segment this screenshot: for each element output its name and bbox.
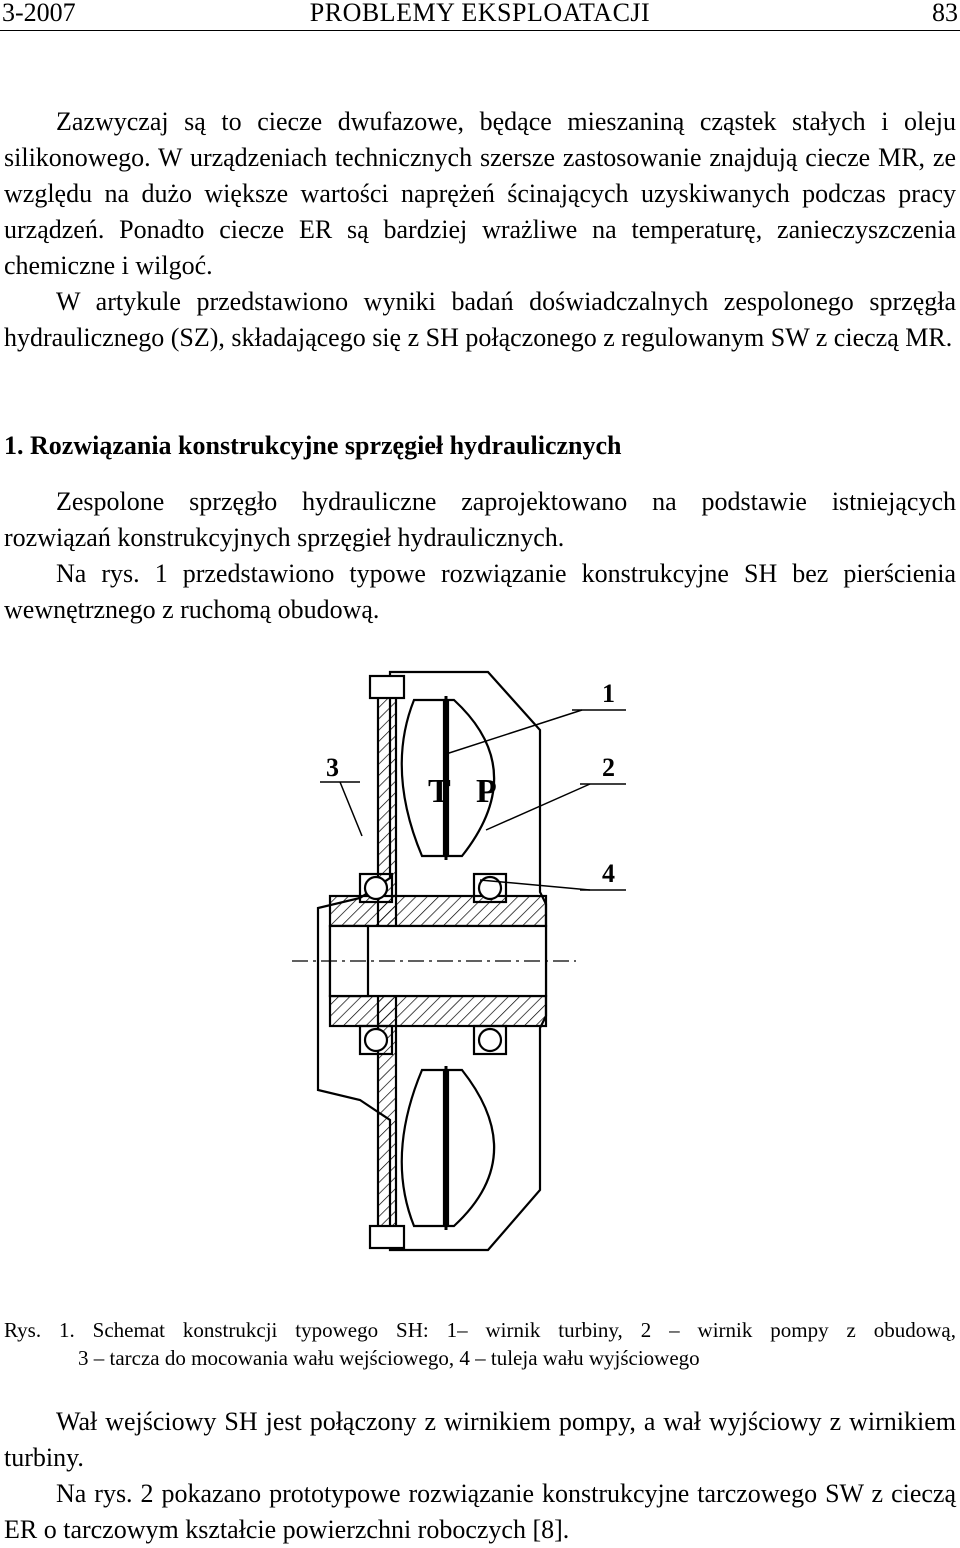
- hub-upper: [328, 894, 548, 928]
- caption-line-1: Rys. 1. Schemat konstrukcji typowego SH:…: [4, 1318, 956, 1342]
- label-1: 1: [602, 679, 615, 708]
- bearing-3: [363, 1027, 389, 1053]
- label-2: 2: [602, 753, 615, 782]
- issue-number: 3-2007: [2, 0, 76, 27]
- page-number: 83: [932, 0, 958, 27]
- pump-runner-lower: [446, 1068, 496, 1228]
- paragraph-1: Zazwyczaj są to ciecze dwufazowe, będące…: [4, 107, 956, 280]
- paragraph-4: Na rys. 1 przedstawiono typowe rozwiązan…: [4, 559, 956, 624]
- turbine-runner-lower: [400, 1068, 446, 1228]
- bearing-4: [477, 1027, 503, 1053]
- bearing-1: [363, 875, 389, 901]
- paragraph-2: W artykule przedstawiono wyniki badań do…: [4, 287, 956, 352]
- bearing-2: [477, 875, 503, 901]
- label-3: 3: [326, 753, 339, 782]
- label-turbine: T: [428, 773, 451, 810]
- hub-lower: [328, 994, 548, 1028]
- figure-caption: Rys. 1. Schemat konstrukcji typowego SH:…: [4, 1316, 956, 1372]
- paragraph-5: Wał wejściowy SH jest połączony z wirnik…: [4, 1407, 956, 1472]
- bolt-top: [368, 674, 406, 700]
- journal-title: PROBLEMY EKSPLOATACJI: [309, 0, 651, 27]
- page-header: 3-2007 PROBLEMY EKSPLOATACJI 83: [0, 0, 960, 31]
- figure-1: 1 2 4 3 T P: [290, 660, 650, 1280]
- bolt-bottom: [368, 1224, 406, 1250]
- label-pump: P: [476, 773, 497, 810]
- paragraph-6: Na rys. 2 pokazano prototypowe rozwiązan…: [4, 1479, 956, 1544]
- turbine-runner-upper: [400, 698, 446, 858]
- coupling-drawing: 1 2 4 3 T P: [292, 670, 626, 1252]
- pump-runner-upper: [446, 698, 496, 858]
- label-4: 4: [602, 859, 615, 888]
- paragraph-3: Zespolone sprzęgło hydrauliczne zaprojek…: [4, 487, 956, 552]
- section-heading: 1. Rozwiązania konstrukcyjne sprzęgieł h…: [4, 431, 622, 460]
- caption-line-2: 3 – tarcza do mocowania wału wejściowego…: [78, 1346, 700, 1370]
